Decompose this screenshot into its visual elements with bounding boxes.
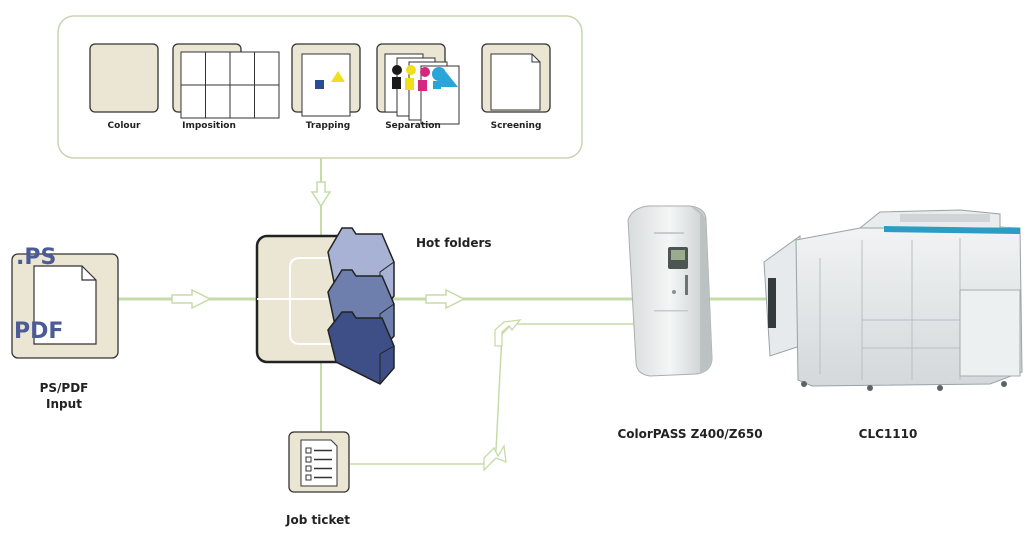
function-colour: Colour bbox=[89, 43, 159, 131]
flow-arrow-output bbox=[425, 288, 466, 310]
function-trapping: Trapping bbox=[291, 43, 361, 131]
printer-label: CLC1110 bbox=[859, 427, 918, 441]
ticket-route-arrow-low bbox=[483, 444, 507, 472]
flow-arrow-down bbox=[310, 181, 332, 208]
processor-inner-outline bbox=[289, 257, 340, 345]
hot-folder-icon-3 bbox=[327, 311, 395, 385]
input-label-line2: Input bbox=[46, 397, 82, 411]
controller-tower-image bbox=[627, 205, 713, 377]
input-icon-ps-text: .PS bbox=[16, 245, 56, 270]
job-ticket: Job ticket bbox=[285, 431, 350, 527]
colour-icon bbox=[89, 43, 159, 113]
input-label-line1: PS/PDF bbox=[40, 381, 89, 395]
document-icon bbox=[33, 265, 97, 345]
function-imposition: Imposition bbox=[172, 43, 280, 131]
ps-pdf-input: .PS PDF PS/PDF Input bbox=[11, 245, 119, 411]
hot-folder-processor: Hot folders bbox=[255, 227, 492, 385]
function-label-screening: Screening bbox=[491, 121, 542, 131]
function-label-colour: Colour bbox=[108, 121, 141, 131]
function-label-separation: Separation bbox=[385, 121, 441, 131]
function-label-imposition: Imposition bbox=[182, 121, 236, 131]
function-separation: Separation bbox=[376, 43, 460, 131]
clc1110-printer: CLC1110 bbox=[763, 209, 1023, 441]
flow-arrow-input bbox=[171, 288, 212, 310]
ticket-route-arrow-high bbox=[494, 319, 522, 347]
controller-label: ColorPASS Z400/Z650 bbox=[617, 427, 762, 441]
job-ticket-route bbox=[350, 323, 640, 465]
hot-folders-label: Hot folders bbox=[416, 236, 492, 250]
job-ticket-label: Job ticket bbox=[285, 513, 350, 527]
input-icon-pdf-text: PDF bbox=[14, 319, 63, 344]
function-label-trapping: Trapping bbox=[306, 121, 350, 131]
function-screening: Screening bbox=[481, 43, 551, 131]
colorpass-controller: ColorPASS Z400/Z650 bbox=[617, 205, 763, 441]
